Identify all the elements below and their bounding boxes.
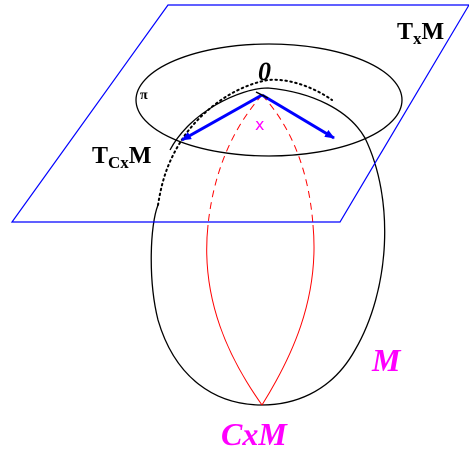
label-point-x: x bbox=[255, 115, 264, 134]
origin-tick bbox=[255, 91, 269, 99]
label-cut-locus: CxM bbox=[221, 416, 288, 452]
label-tcxm-suffix: M bbox=[129, 143, 152, 169]
geodesic-right bbox=[261, 224, 315, 406]
label-pi: π bbox=[140, 88, 148, 103]
label-origin: 0 bbox=[258, 57, 271, 86]
tangent-ellipse bbox=[135, 43, 403, 157]
label-txm-suffix: M bbox=[422, 19, 445, 45]
geodesic-left bbox=[206, 224, 263, 406]
label-manifold: M bbox=[371, 342, 402, 378]
manifold-outline-front bbox=[150, 87, 386, 406]
tangent-vector-left bbox=[181, 93, 263, 142]
label-tcxm: TCxM bbox=[92, 143, 151, 172]
geodesic-left-hidden bbox=[207, 94, 263, 226]
manifold-outline-hidden bbox=[157, 78, 333, 206]
label-txm: TxM bbox=[397, 19, 444, 48]
tangent-vector-right bbox=[261, 93, 335, 140]
label-txm-subscript: x bbox=[413, 29, 422, 48]
label-tcxm-subscript: Cx bbox=[108, 153, 129, 172]
tangent-plane-txm bbox=[10, 4, 469, 223]
geodesic-right-hidden bbox=[261, 94, 314, 226]
label-tcxm-main: T bbox=[92, 143, 108, 169]
label-txm-main: T bbox=[397, 19, 413, 45]
